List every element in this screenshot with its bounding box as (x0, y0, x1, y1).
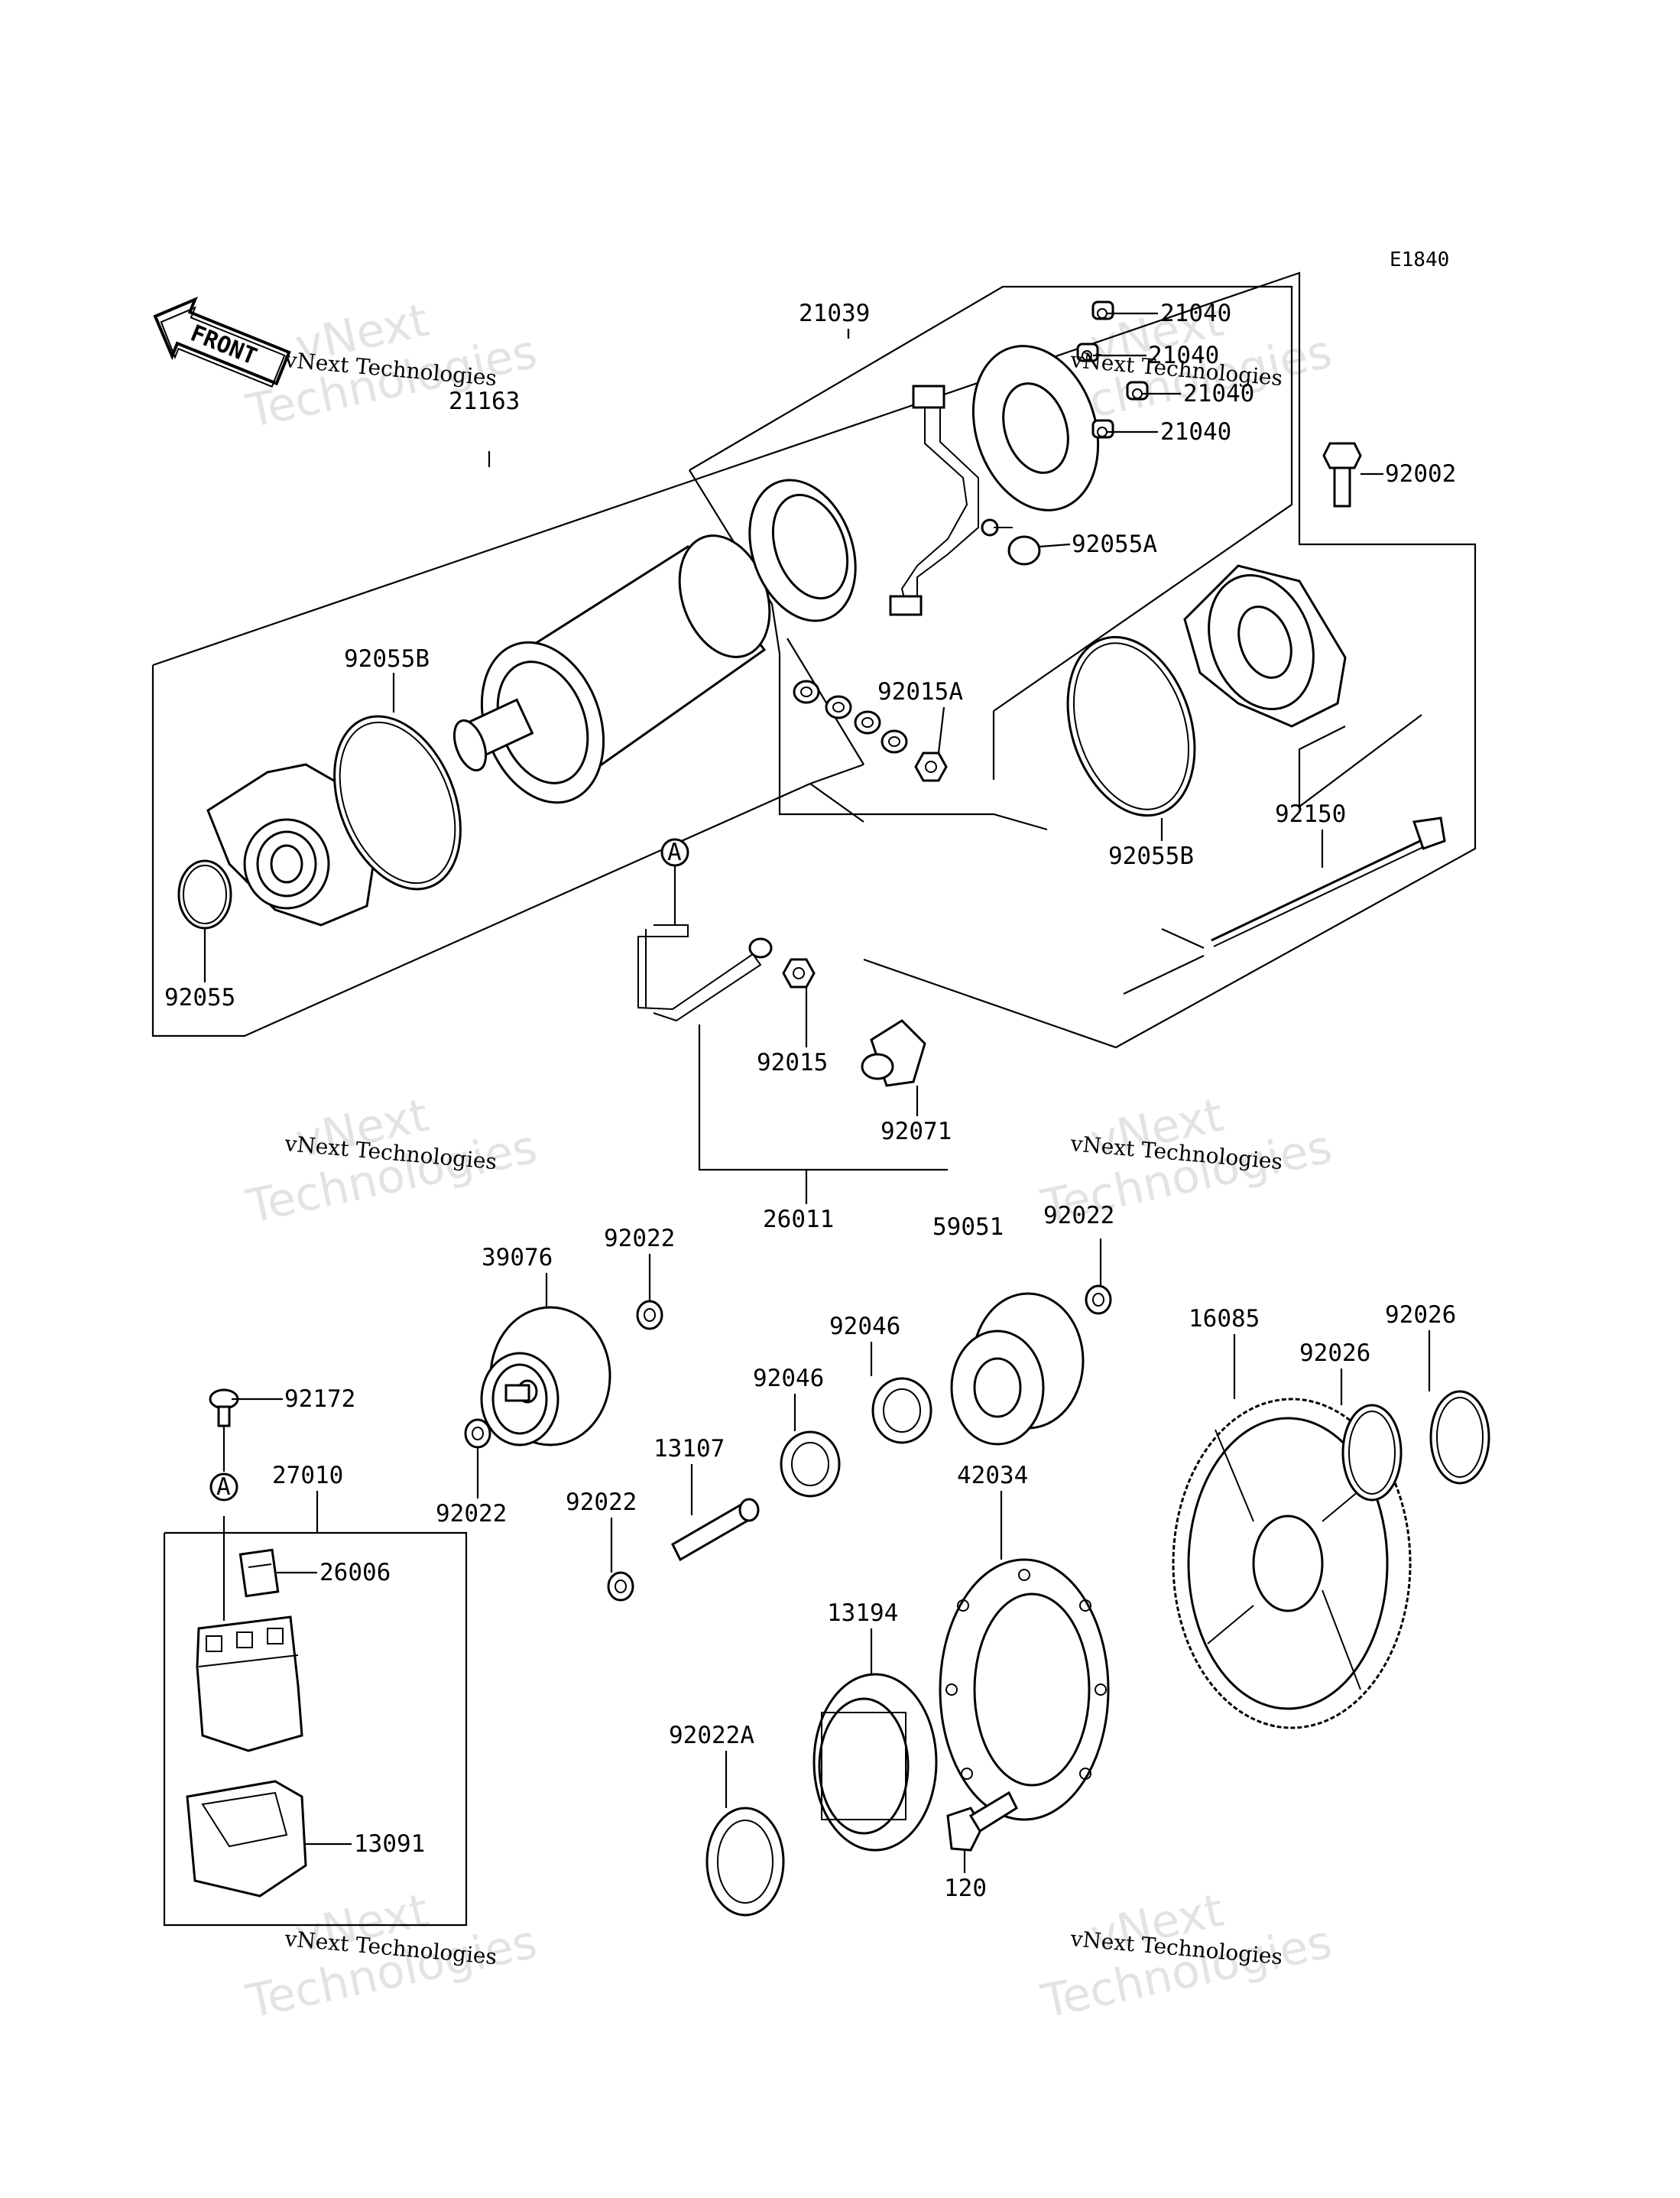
o-ring-92055A (1007, 535, 1041, 566)
motor-yoke (452, 534, 771, 804)
bearing-92046-a (780, 1430, 841, 1498)
o-ring-92055B-right (1066, 635, 1196, 817)
part-label-42034: 42034 (957, 1462, 1028, 1489)
lead-cable-26011 (637, 924, 773, 1022)
shaft-13107 (671, 1498, 760, 1562)
part-label-92022-b: 92022 (1043, 1202, 1114, 1229)
ring-92026-a (1341, 1404, 1403, 1502)
ref-marker-a-upper: A (660, 838, 689, 925)
washer-92022-d (607, 1571, 634, 1602)
relay-group-box (163, 1531, 468, 1927)
part-label-92026-b: 92026 (1299, 1339, 1370, 1367)
part-label-92055B-left: 92055B (344, 645, 430, 673)
part-label-26006: 26006 (319, 1559, 391, 1586)
washer-92022-b (1085, 1284, 1112, 1315)
starter-relay (196, 1615, 303, 1752)
part-label-21040-d: 21040 (1160, 418, 1231, 446)
brush-holder (889, 385, 1013, 616)
brush-21040-d (1091, 419, 1114, 439)
brush-21040-b (1076, 343, 1099, 362)
nut-92015 (782, 958, 816, 989)
brush-ring (748, 479, 857, 622)
part-label-92002: 92002 (1385, 460, 1456, 488)
gear-59051 (950, 1292, 1085, 1446)
screw-92172 (209, 1388, 239, 1427)
part-label-16085: 16085 (1189, 1305, 1260, 1333)
front-arrow-icon: FRONT (153, 296, 291, 388)
one-way-clutch-13194 (812, 1673, 938, 1852)
ref-marker-a-lower: A (209, 1472, 238, 1502)
boot-92071 (861, 1019, 926, 1087)
part-label-13194: 13194 (827, 1599, 898, 1627)
part-label-92026-a: 92026 (1385, 1301, 1456, 1329)
part-label-92071: 92071 (881, 1118, 952, 1145)
part-label-92022-a: 92022 (604, 1225, 675, 1252)
part-label-92055A: 92055A (1072, 531, 1157, 558)
starter-motor-assembly-outline (151, 271, 1477, 1049)
part-label-13091: 13091 (354, 1830, 425, 1858)
part-label-92172: 92172 (284, 1385, 355, 1413)
part-label-21040-b: 21040 (1148, 342, 1219, 369)
part-label-21040-c: 21040 (1183, 380, 1254, 407)
part-label-21163: 21163 (449, 388, 520, 415)
part-label-27010: 27010 (272, 1462, 343, 1489)
part-label-92055: 92055 (164, 984, 235, 1011)
part-label-92046-a: 92046 (829, 1313, 900, 1340)
part-label-92022-c: 92022 (436, 1500, 507, 1528)
leader-lines (203, 312, 1431, 1873)
bolt-120 (946, 1791, 1018, 1852)
o-ring-92055 (177, 859, 232, 930)
washer-92022-c (464, 1418, 491, 1449)
part-label-59051: 59051 (932, 1213, 1004, 1241)
diagram-code: E1840 (1390, 248, 1449, 271)
clutch-plate-42034 (939, 1558, 1110, 1821)
fuse-26006 (238, 1548, 280, 1598)
bolt-92002 (1322, 442, 1362, 508)
brush-21040-c (1126, 381, 1149, 401)
part-label-21040-a: 21040 (1160, 300, 1231, 327)
watermark: vNext Technologies (242, 1089, 542, 1234)
part-labels: 21163 21039 21040 21040 21040 21040 9200… (164, 300, 1456, 1902)
brush-21040-a (1091, 300, 1114, 320)
part-label-92055B-right: 92055B (1108, 843, 1194, 870)
part-label-92046-b: 92046 (753, 1365, 824, 1392)
part-label-120: 120 (944, 1875, 987, 1902)
ref-marker-label: A (216, 1473, 231, 1501)
relay-cover-13091 (186, 1780, 307, 1898)
part-label-92015A: 92015A (877, 678, 963, 706)
ref-marker-label: A (667, 839, 682, 866)
rear-cover (1183, 564, 1347, 728)
part-label-39076: 39076 (482, 1244, 553, 1271)
part-label-92022-d: 92022 (566, 1489, 637, 1516)
washer-92022-a (636, 1300, 663, 1330)
washer-92022A (705, 1807, 785, 1917)
part-label-13107: 13107 (654, 1435, 725, 1463)
front-cover (206, 763, 376, 927)
part-label-92015: 92015 (757, 1049, 828, 1076)
part-label-92150: 92150 (1275, 800, 1346, 828)
part-label-92022A: 92022A (669, 1722, 754, 1749)
ring-92026-b (1429, 1390, 1490, 1485)
part-label-21039: 21039 (799, 300, 870, 327)
o-ring-92055B-left (333, 715, 462, 891)
gear-39076 (480, 1306, 611, 1446)
bearing-92046-b (871, 1377, 932, 1444)
part-label-26011: 26011 (763, 1206, 834, 1233)
brush-plate (971, 345, 1100, 511)
long-bolt-92150 (1211, 817, 1446, 947)
